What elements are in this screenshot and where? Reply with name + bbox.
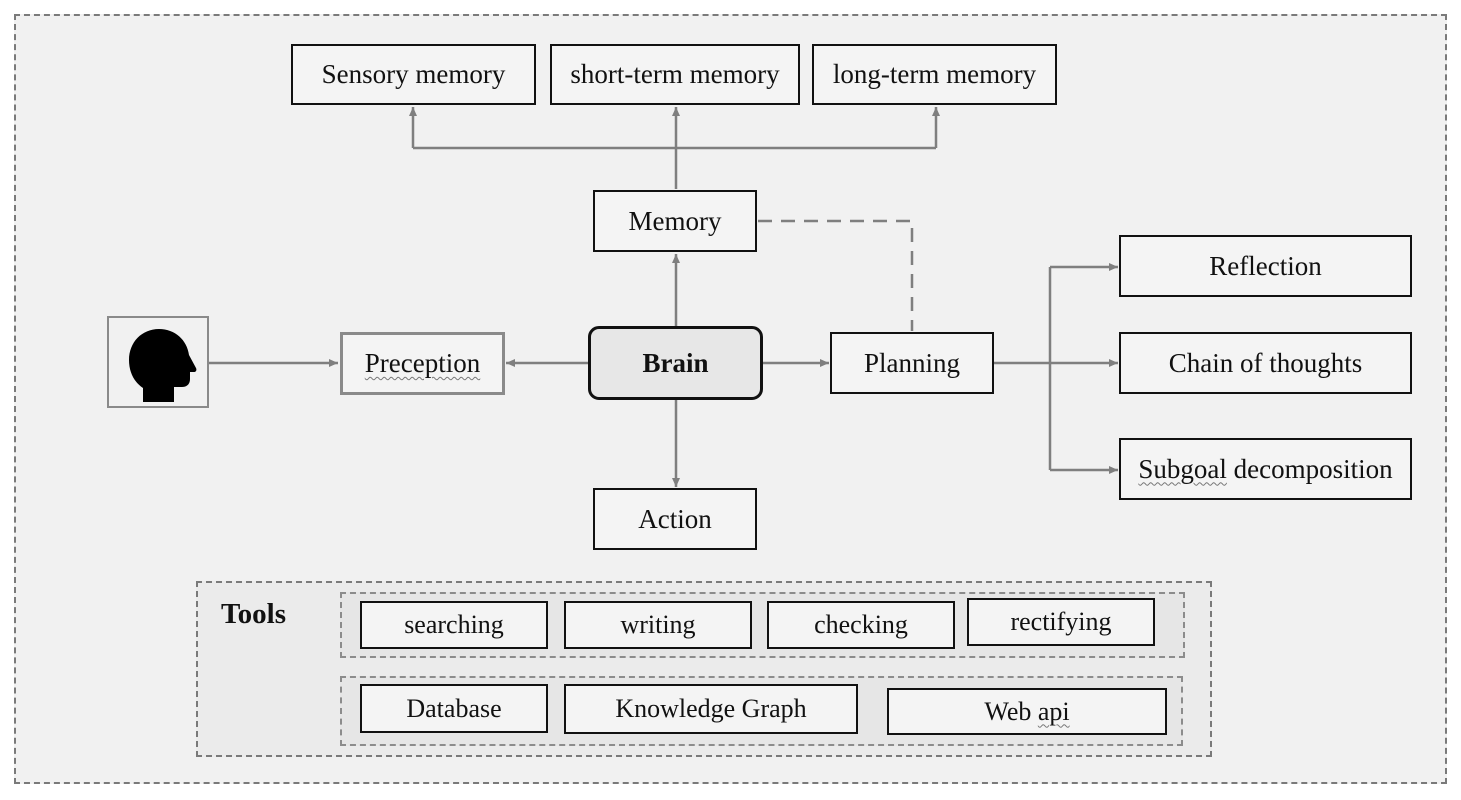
tool-searching: searching [360,601,548,649]
perception-box: Preception [340,332,505,395]
human-box [107,316,209,408]
long-term-memory-box: long-term memory [812,44,1057,105]
tool-knowledge-graph: Knowledge Graph [564,684,858,734]
reflection-box: Reflection [1119,235,1412,297]
tool-database: Database [360,684,548,733]
decomposition-word: decomposition [1226,453,1393,484]
perception-label: Preception [364,348,481,378]
short-term-memory-box: short-term memory [550,44,800,105]
tool-writing: writing [564,601,752,649]
brain-box: Brain [588,326,763,400]
subgoal-decomposition-box: Subgoal decomposition [1119,438,1412,500]
subgoal-word: Subgoal [1138,453,1227,484]
tool-web-api: Web api [887,688,1167,735]
action-box: Action [593,488,757,550]
web-word: Web [984,696,1038,726]
tools-label: Tools [221,598,287,630]
sensory-memory-box: Sensory memory [291,44,536,105]
tool-rectifying: rectifying [967,598,1155,646]
memory-planning-dashed-link [758,219,914,331]
planning-box: Planning [830,332,994,394]
tool-checking: checking [767,601,955,649]
head-silhouette-icon [129,329,197,402]
chain-of-thoughts-box: Chain of thoughts [1119,332,1412,394]
api-word: api [1037,696,1070,726]
memory-box: Memory [593,190,757,252]
